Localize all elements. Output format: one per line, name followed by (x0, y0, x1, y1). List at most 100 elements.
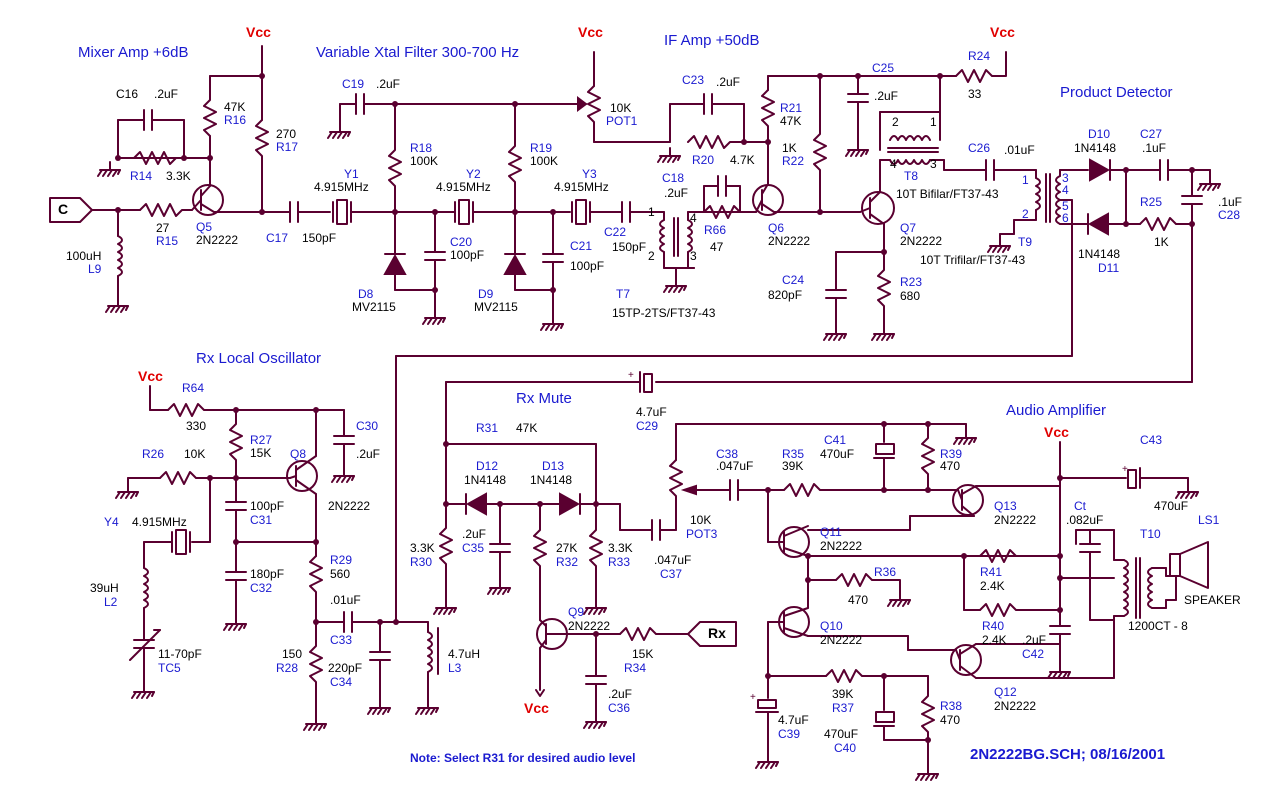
r26-zigzag (159, 471, 291, 485)
r22-zigzag (813, 75, 827, 213)
q7-body (861, 191, 895, 225)
t10-primary (1123, 559, 1129, 617)
t9-primary (1035, 177, 1041, 211)
t8-pin4: 4 (890, 157, 897, 171)
c37-ref: C37 (660, 567, 683, 581)
r19-ref: R19 (530, 141, 553, 155)
r41-ref: R41 (980, 565, 1003, 579)
r28-zigzag (309, 621, 323, 717)
pot1-wiper (577, 96, 588, 112)
c16-val: .2uF (154, 87, 179, 101)
r23-ref: R23 (900, 275, 923, 289)
c17-ref: C17 (266, 231, 289, 245)
r66-zigzag (703, 205, 741, 219)
c43-body (1127, 469, 1137, 489)
c23-val: .2uF (716, 75, 741, 89)
r29-val: 560 (330, 567, 351, 581)
d8-val: MV2115 (352, 300, 396, 314)
r40-val: 2.4K (982, 633, 1007, 647)
q5-body (192, 184, 224, 216)
r23-zigzag (877, 251, 891, 327)
r37-ref: R37 (832, 701, 855, 715)
q5-ref: Q5 (196, 220, 213, 234)
pot3-zigzag (669, 459, 683, 531)
r38-ref: R38 (940, 699, 963, 713)
l9-val: 100uH (66, 249, 102, 263)
y4-val: 4.915MHz (132, 515, 187, 529)
c41-val: 470uF (820, 447, 855, 461)
r29-ref: R29 (330, 553, 353, 567)
r23-val: 680 (900, 289, 921, 303)
y2-val: 4.915MHz (436, 180, 491, 194)
r35-val: 39K (782, 459, 804, 473)
d10-ref: D10 (1088, 127, 1111, 141)
c22-val: 150pF (612, 240, 647, 254)
tc5-ref: TC5 (158, 661, 181, 675)
q6-val: 2N2222 (768, 234, 811, 248)
r41-zigzag (979, 549, 1017, 563)
c25-ref: C25 (872, 61, 895, 75)
r33-ref: R33 (608, 555, 631, 569)
c38-ref: C38 (716, 447, 739, 461)
r27-ref: R27 (250, 433, 273, 447)
r32-zigzag (533, 503, 547, 621)
c34-ref: C34 (330, 675, 353, 689)
t9-pin5: 5 (1062, 199, 1069, 213)
r27-zigzag (229, 409, 243, 479)
c29-ref: C29 (636, 419, 659, 433)
r18-val: 100K (410, 154, 439, 168)
c16-ref: C16 (116, 87, 139, 101)
t8-pin2: 2 (892, 115, 899, 129)
t8-top (889, 135, 931, 141)
r17-ref: R17 (276, 140, 299, 154)
d8-body (383, 253, 407, 275)
d8-ref: D8 (358, 287, 374, 301)
r41-val: 2.4K (980, 579, 1005, 593)
r64-zigzag (167, 403, 237, 417)
r37-val: 39K (832, 687, 854, 701)
pot3-val: 10K (690, 513, 712, 527)
c34-val: 220pF (328, 661, 363, 675)
r17-val: 270 (276, 127, 297, 141)
c21-ref: C21 (570, 239, 593, 253)
c28-ref: C28 (1218, 208, 1241, 222)
c20-val: 100pF (450, 248, 485, 262)
r35-ref: R35 (782, 447, 805, 461)
c36-val: .2uF (608, 687, 633, 701)
title: 2N2222BG.SCH; 08/16/2001 (970, 746, 1166, 763)
c42-ref: C42 (1022, 647, 1045, 661)
y3-val: 4.915MHz (554, 180, 609, 194)
tc5-val: 11-70pF (158, 647, 202, 661)
q8-val: 2N2222 (328, 499, 371, 513)
t7-primary (659, 219, 665, 253)
r33-zigzag (589, 503, 603, 601)
c36-ref: C36 (608, 701, 631, 715)
y1-val: 4.915MHz (314, 180, 369, 194)
d12-ref: D12 (476, 459, 499, 473)
port-c: C (58, 201, 69, 217)
c31-val: 100pF (250, 499, 285, 513)
c43-val: 470uF (1154, 499, 1189, 513)
r66-val: 47 (710, 240, 724, 254)
q11-val: 2N2222 (820, 539, 863, 553)
r31-ref: R31 (476, 421, 499, 435)
ct-val: .082uF (1066, 513, 1104, 527)
d12-body (465, 492, 487, 516)
d12-val: 1N4148 (464, 473, 507, 487)
r26-val: 10K (184, 447, 206, 461)
r34-zigzag (619, 627, 689, 641)
c39-body (757, 699, 777, 709)
r36-ref: R36 (874, 565, 897, 579)
t7-val: 15TP-2TS/FT37-43 (612, 306, 716, 320)
t7-ref: T7 (616, 287, 631, 301)
c33-ref: C33 (330, 633, 353, 647)
t7-pin4: 4 (690, 211, 697, 225)
r30-val: 3.3K (410, 541, 435, 555)
r20-ref: R20 (692, 153, 715, 167)
l2-ref: L2 (104, 595, 118, 609)
c19-val: .2uF (376, 77, 401, 91)
t10-secondary (1147, 567, 1153, 609)
d11-val: 1N4148 (1078, 247, 1121, 261)
r20-val: 4.7K (730, 153, 755, 167)
t7-pin2: 2 (648, 249, 655, 263)
